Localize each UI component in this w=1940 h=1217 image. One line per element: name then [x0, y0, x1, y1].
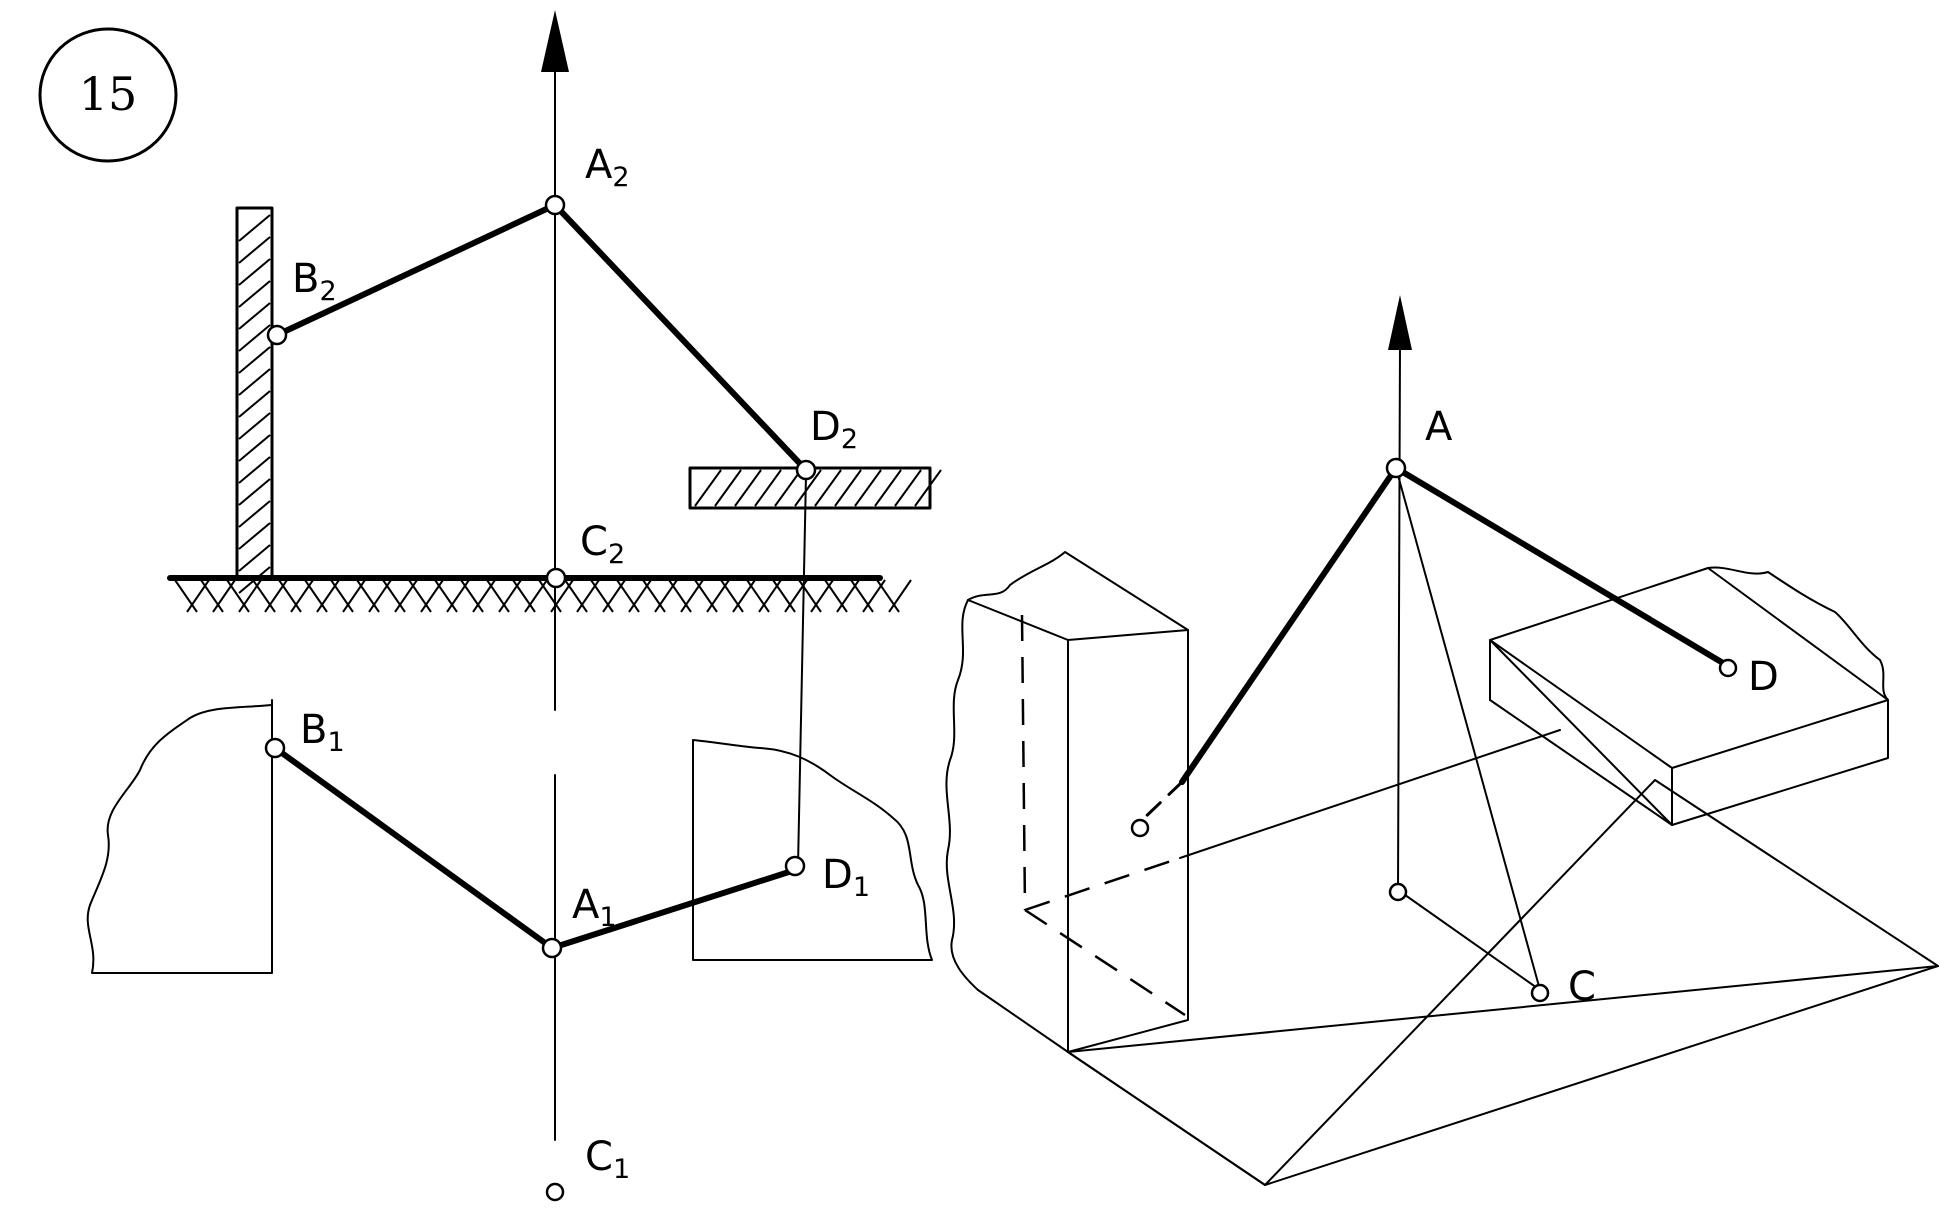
- label-C: C: [1568, 964, 1596, 1010]
- label-A2: A2: [585, 142, 630, 193]
- point-B1: [264, 737, 286, 759]
- point-B2: [266, 324, 288, 346]
- ground-hatching: [167, 575, 912, 613]
- label-A1: A1: [572, 882, 617, 933]
- figure-number: 15: [79, 67, 138, 121]
- axis-3d-arrow-icon: [1388, 295, 1412, 350]
- point-D: [1718, 658, 1738, 678]
- point-C: [1530, 983, 1550, 1003]
- label-D2: D2: [810, 404, 858, 455]
- rod-B1-A1: [272, 745, 555, 951]
- axonometric-view: A D C: [945, 295, 1939, 1186]
- left-block-top-view: [86, 699, 273, 974]
- point-A: [1385, 457, 1407, 479]
- rod-A2-B2: [274, 202, 558, 338]
- line-A-C: [1395, 467, 1541, 991]
- projection-line-D: [797, 474, 807, 867]
- label-B1: B1: [300, 707, 345, 758]
- point-A-foot: [1388, 882, 1408, 902]
- label-A: A: [1425, 404, 1453, 450]
- floor-plane: [1067, 779, 1939, 1186]
- label-D1: D1: [822, 852, 870, 903]
- axis-arrow-icon: [541, 10, 569, 72]
- wall-block-3d: [945, 551, 1189, 1053]
- rod-A2-D2: [552, 202, 809, 473]
- wall-front-view: [235, 206, 274, 594]
- rod-A-D: [1393, 465, 1731, 669]
- orthographic-projection: A2 B2 D2 C2 B1 A1 D1 C1: [86, 10, 942, 1202]
- rod-A1-D1: [549, 867, 798, 951]
- label-B2: B2: [292, 256, 337, 307]
- point-D1: [784, 855, 806, 877]
- point-D2: [795, 459, 817, 481]
- figure-number-badge: 15: [38, 27, 178, 163]
- shelf-front-view: [688, 466, 942, 510]
- rod-A-B: [1179, 465, 1399, 785]
- point-C2: [545, 567, 567, 589]
- right-block-top-view: [692, 739, 933, 961]
- label-D: D: [1748, 654, 1779, 700]
- axis-3d: [1397, 344, 1401, 891]
- shelf-slab-3d: [1489, 566, 1889, 826]
- rod-A-B-hidden: [1138, 780, 1184, 824]
- label-C2: C2: [580, 519, 625, 570]
- line-foot-C: [1397, 889, 1541, 991]
- label-C1: C1: [585, 1134, 630, 1185]
- point-A2: [544, 194, 566, 216]
- point-C1: [545, 1182, 565, 1202]
- point-A1: [541, 937, 563, 959]
- point-B: [1130, 818, 1150, 838]
